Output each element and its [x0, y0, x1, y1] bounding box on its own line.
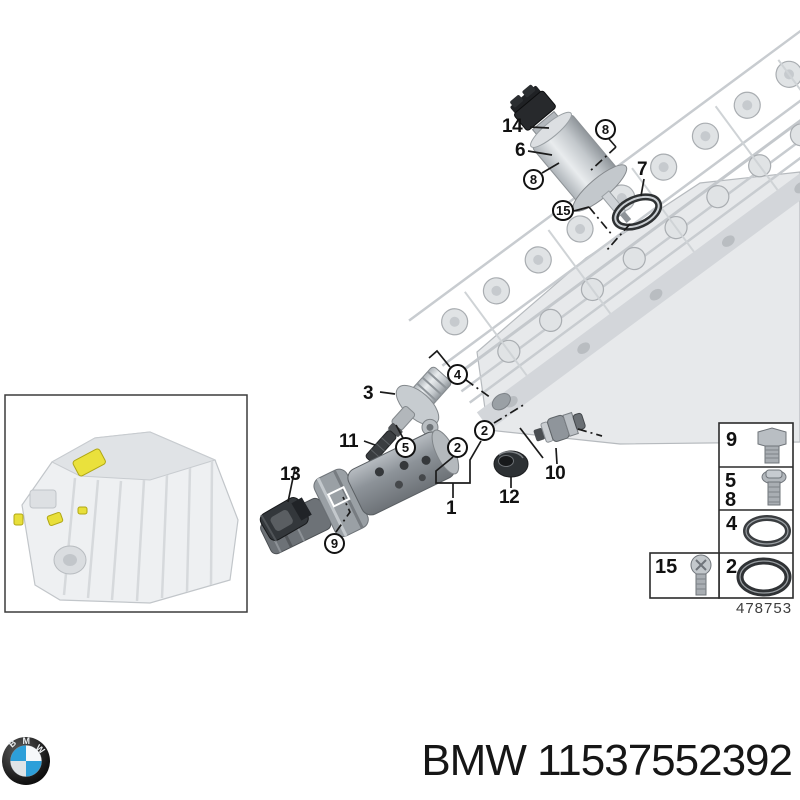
- vanos-valve-illustration: [260, 429, 460, 555]
- legend-ref-9: 9: [726, 429, 738, 451]
- o-ring-large-icon: [736, 557, 792, 597]
- callout-1: 1: [446, 498, 457, 519]
- callout-circle-15: 15: [552, 200, 575, 221]
- engine-location-box: [4, 394, 248, 613]
- legend-ref-5: 5: [725, 470, 737, 492]
- sensor-bolt-illustration: [365, 423, 403, 463]
- engine-thumbnail-illustration: [13, 431, 239, 604]
- hex-bolt-icon: [757, 427, 787, 464]
- callout-3: 3: [363, 383, 374, 404]
- sealing-cap-illustration: [493, 450, 529, 478]
- callout-6: 6: [515, 140, 526, 161]
- vanos-solenoid-top-illustration: [510, 84, 632, 224]
- legend-ref-8: 8: [725, 489, 737, 511]
- fasteners-legend-table: [649, 422, 794, 599]
- legend-ref-15: 15: [655, 556, 678, 578]
- highlighted-part: [13, 448, 106, 527]
- callout-circle-4: 4: [447, 364, 468, 385]
- callout-circle-8: 8: [595, 119, 616, 140]
- bmw-logo-icon: B M W: [2, 736, 50, 785]
- callout-circle-8: 8: [523, 169, 544, 190]
- diagram-number: 478753: [736, 600, 793, 617]
- svg-text:B: B: [7, 737, 19, 749]
- callout-10: 10: [545, 463, 566, 484]
- callout-circle-5: 5: [395, 437, 416, 458]
- callout-11: 11: [339, 431, 359, 452]
- callout-circle-2: 2: [474, 420, 495, 441]
- svg-text:M: M: [23, 736, 31, 746]
- callout-12: 12: [499, 487, 520, 508]
- part-number-title: BMW 11537552392: [421, 736, 793, 785]
- screw-icon: [690, 554, 712, 596]
- cylinder-head-illustration: [408, 22, 800, 445]
- callout-14: 14: [502, 116, 523, 137]
- cable-plug-illustration: [259, 497, 312, 542]
- flange-bolt-icon: [761, 469, 787, 506]
- o-ring-small-icon: [743, 515, 791, 547]
- leader-lines: [287, 126, 645, 533]
- legend-ref-4: 4: [726, 513, 738, 535]
- legend-ref-2: 2: [726, 556, 738, 578]
- seal-ring-illustration: [611, 193, 663, 231]
- callout-circle-9: 9: [324, 533, 345, 554]
- callout-7: 7: [637, 159, 648, 180]
- callout-circle-2: 2: [447, 437, 468, 458]
- oil-pressure-sensor-illustration: [533, 411, 586, 443]
- callout-13: 13: [280, 464, 301, 485]
